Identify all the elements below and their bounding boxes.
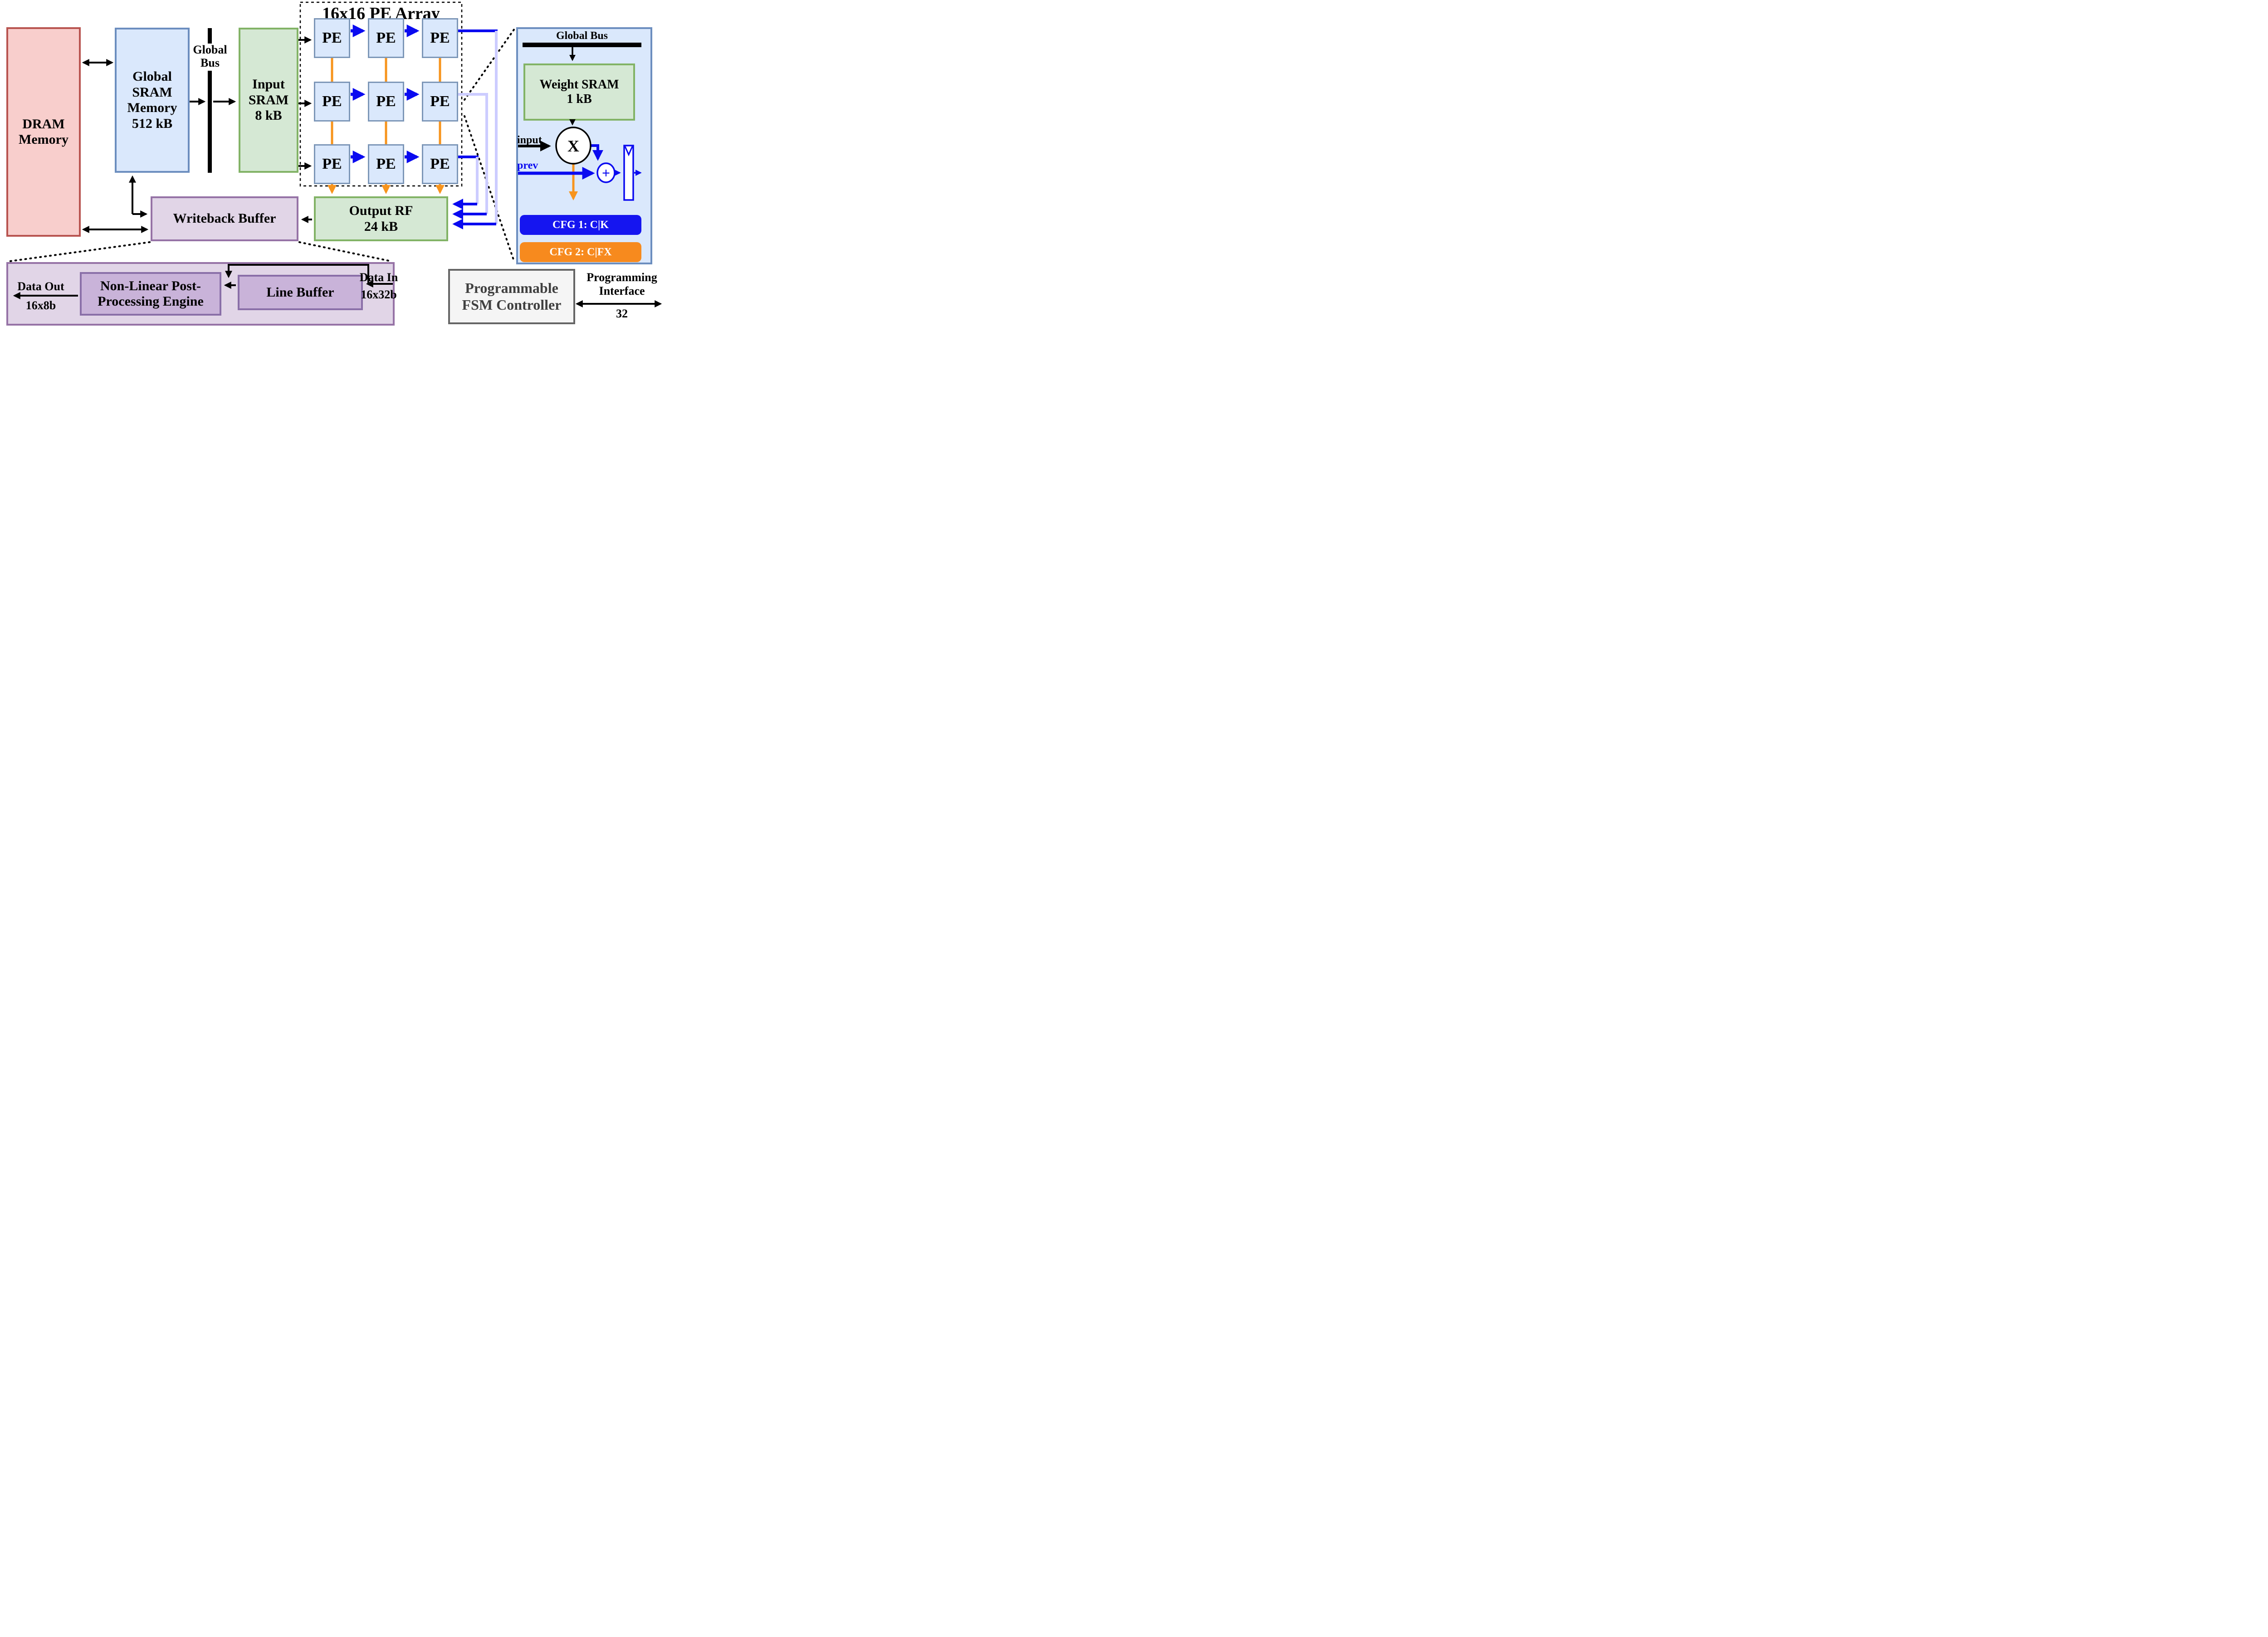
pe-cell-r2c1: PE: [314, 82, 350, 122]
pe-cell-r3c1: PE: [314, 144, 350, 184]
weight-sram-line1: Weight SRAM: [539, 77, 619, 92]
global-bus-bar-bottom: [208, 71, 212, 173]
pe-detail-global-bus-label: Global Bus: [556, 30, 608, 42]
pe-cell-r1c2: PE: [368, 18, 404, 58]
pe-cell-r3c3: PE: [422, 144, 458, 184]
line-buffer-label: Line Buffer: [266, 284, 334, 300]
pe-label: PE: [322, 93, 342, 110]
pe-feedback-wires: [452, 29, 498, 229]
output-rf-block: Output RF 24 kB: [314, 196, 448, 241]
pe-detail-global-bus-bar: [523, 43, 641, 47]
global-bus-label: Global Bus: [185, 43, 235, 69]
dram-memory-block: DRAM Memory: [6, 27, 81, 237]
pe-cell-r3c2: PE: [368, 144, 404, 184]
global-bus-line1: Global: [193, 43, 227, 56]
writeback-buffer-block: Writeback Buffer: [151, 196, 298, 241]
data-out-label: Data Out: [17, 280, 64, 293]
pe-cell-r2c2: PE: [368, 82, 404, 122]
data-in-width-label: 16x32b: [361, 288, 397, 301]
data-out-width-label: 16x8b: [25, 299, 56, 312]
global-bus-bar-top: [208, 28, 212, 44]
nonlinear-post-processing-engine-block: Non-Linear Post- Processing Engine: [80, 272, 221, 316]
programming-interface-line2: Interface: [599, 284, 645, 297]
output-rf-line2: 24 kB: [364, 219, 398, 234]
dram-label-line1: DRAM: [22, 116, 65, 132]
programming-interface-width: 32: [616, 307, 628, 320]
pe-detail-prev-label: prev: [517, 160, 538, 171]
pe-detail-input-label: input: [517, 134, 542, 146]
global-sram-line4: 512 kB: [132, 116, 173, 131]
output-rf-line1: Output RF: [349, 203, 413, 218]
cfg1-bar: CFG 1: C|K: [520, 215, 641, 235]
input-sram-line3: 8 kB: [255, 108, 282, 123]
input-sram-line1: Input: [252, 77, 285, 92]
global-bus-line2: Bus: [200, 56, 220, 69]
pe-label: PE: [322, 156, 342, 173]
pe-label: PE: [430, 29, 450, 47]
pe-label: PE: [376, 29, 396, 47]
weight-sram-block: Weight SRAM 1 kB: [523, 63, 635, 121]
global-sram-line3: Memory: [127, 100, 177, 115]
pe-label: PE: [376, 93, 396, 110]
cfg2-bar: CFG 2: C|FX: [520, 242, 641, 262]
pe-label: PE: [430, 156, 450, 173]
pe-cell-r1c3: PE: [422, 18, 458, 58]
pe-label: PE: [322, 29, 342, 47]
pe-label: PE: [430, 93, 450, 110]
programming-interface-line1: Programming: [587, 271, 657, 284]
line-buffer-block: Line Buffer: [238, 275, 363, 310]
weight-sram-line2: 1 kB: [567, 92, 592, 106]
input-sram-block: Input SRAM 8 kB: [239, 28, 298, 173]
fsm-line1: Programmable: [465, 280, 558, 297]
writeback-label: Writeback Buffer: [173, 211, 276, 226]
pe-cell-r1c1: PE: [314, 18, 350, 58]
pe-cell-r2c3: PE: [422, 82, 458, 122]
global-sram-block: Global SRAM Memory 512 kB: [115, 28, 190, 173]
global-sram-line2: SRAM: [132, 84, 172, 100]
input-sram-line2: SRAM: [248, 92, 289, 107]
nl-engine-line2: Processing Engine: [98, 294, 204, 309]
fsm-line2: FSM Controller: [462, 297, 562, 313]
nl-engine-line1: Non-Linear Post-: [100, 278, 201, 293]
global-sram-line1: Global: [132, 69, 172, 84]
pe-label: PE: [376, 156, 396, 173]
fsm-controller-block: Programmable FSM Controller: [448, 269, 575, 324]
dram-label-line2: Memory: [19, 132, 68, 147]
data-in-label: Data In: [359, 271, 398, 284]
accelerator-architecture-diagram: DRAM Memory Global SRAM Memory 512 kB Gl…: [0, 0, 669, 327]
